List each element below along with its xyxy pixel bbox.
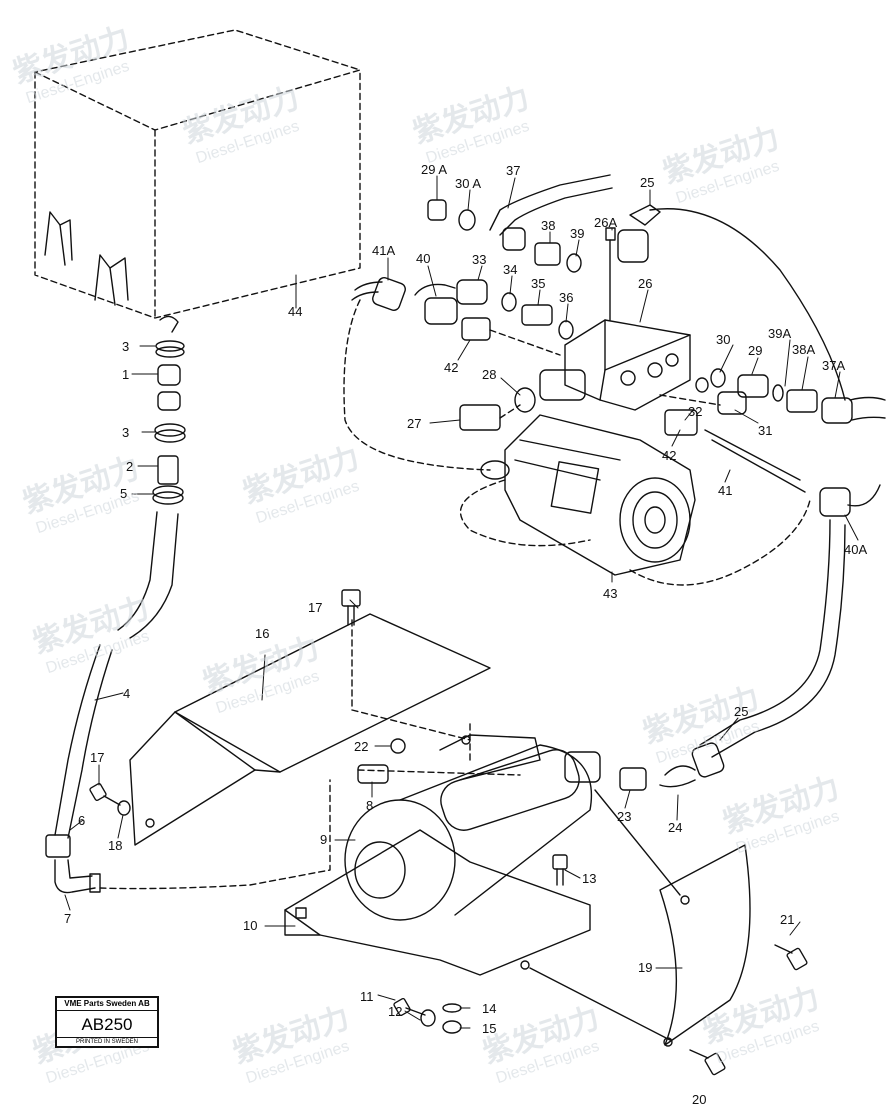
bolt-17-left bbox=[89, 782, 121, 806]
callout-17: 17 bbox=[308, 600, 323, 615]
callout-10: 10 bbox=[243, 918, 258, 933]
bolt-13 bbox=[552, 854, 568, 886]
callout-40: 40 bbox=[416, 251, 431, 266]
valve-block bbox=[539, 319, 691, 411]
callout-22: 22 bbox=[354, 739, 369, 754]
callout-15: 15 bbox=[482, 1021, 497, 1036]
hose-assembly-left bbox=[45, 340, 186, 894]
callout-30: 30 bbox=[716, 332, 731, 347]
heat-shield bbox=[659, 844, 751, 1047]
callout-16: 16 bbox=[255, 626, 270, 641]
callout-27: 27 bbox=[407, 416, 422, 431]
hydraulic-pump bbox=[480, 414, 696, 576]
callout-28: 28 bbox=[482, 367, 497, 382]
callout-38A: 38A bbox=[792, 342, 816, 357]
leader-lines bbox=[64, 175, 859, 1029]
callout-34: 34 bbox=[503, 262, 518, 277]
callout-42: 42 bbox=[662, 448, 677, 463]
callout-30A: 30 A bbox=[455, 176, 482, 191]
callout-40A: 40A bbox=[844, 542, 868, 557]
callout-39: 39 bbox=[570, 226, 585, 241]
callout-12: 12 bbox=[388, 1004, 403, 1019]
oil-tank bbox=[34, 29, 361, 319]
mounting-bracket bbox=[284, 734, 591, 976]
cover-plate bbox=[129, 613, 491, 846]
callout-6: 6 bbox=[78, 813, 86, 828]
callout-4: 4 bbox=[123, 686, 131, 701]
callout-32: 32 bbox=[688, 404, 703, 419]
starter-motor bbox=[344, 744, 601, 921]
callout-7: 7 bbox=[64, 911, 72, 926]
pressure-hose-lower bbox=[619, 519, 846, 791]
callout-13: 13 bbox=[582, 871, 597, 886]
callout-24: 24 bbox=[668, 820, 683, 835]
fittings-top bbox=[424, 174, 613, 356]
callout-31: 31 bbox=[758, 423, 773, 438]
reference-box-header: VME Parts Sweden AB bbox=[57, 998, 157, 1011]
callout-20: 20 bbox=[692, 1092, 707, 1107]
callout-29A: 29 A bbox=[421, 162, 448, 177]
callout-37A: 37A bbox=[822, 358, 846, 373]
callout-5: 5 bbox=[120, 486, 128, 501]
callout-36: 36 bbox=[559, 290, 574, 305]
callout-21: 21 bbox=[780, 912, 795, 927]
callout-19: 19 bbox=[638, 960, 653, 975]
callout-41: 41 bbox=[718, 483, 733, 498]
callout-26A: 26A bbox=[594, 215, 618, 230]
callout-39A: 39A bbox=[768, 326, 792, 341]
callout-17: 17 bbox=[90, 750, 105, 765]
callout-23: 23 bbox=[617, 809, 632, 824]
reference-box-footer: PRINTED IN SWEDEN bbox=[57, 1037, 157, 1046]
callout-18: 18 bbox=[108, 838, 123, 853]
callout-37: 37 bbox=[506, 163, 521, 178]
callout-8: 8 bbox=[366, 798, 374, 813]
callout-35: 35 bbox=[531, 276, 546, 291]
reference-box-code: AB250 bbox=[81, 1015, 133, 1034]
tank-brackets bbox=[44, 211, 129, 306]
bolt-20 bbox=[689, 1049, 726, 1076]
callout-25: 25 bbox=[734, 704, 749, 719]
reference-box: VME Parts Sweden AB AB250 PRINTED IN SWE… bbox=[55, 996, 159, 1048]
bolt-17-top bbox=[341, 589, 361, 626]
callout-2: 2 bbox=[126, 459, 134, 474]
bolt-21 bbox=[774, 944, 808, 971]
callout-26: 26 bbox=[638, 276, 653, 291]
callout-1: 1 bbox=[122, 367, 130, 382]
callout-3: 3 bbox=[122, 425, 130, 440]
callout-38: 38 bbox=[541, 218, 556, 233]
fittings-right bbox=[659, 368, 886, 517]
callout-11: 11 bbox=[360, 989, 374, 1004]
callout-25: 25 bbox=[640, 175, 655, 190]
callout-29: 29 bbox=[748, 343, 763, 358]
callout-44: 44 bbox=[288, 304, 303, 319]
callout-42: 42 bbox=[444, 360, 459, 375]
callout-41A: 41A bbox=[372, 243, 396, 258]
callout-3: 3 bbox=[122, 339, 130, 354]
callout-43: 43 bbox=[603, 586, 618, 601]
callout-9: 9 bbox=[320, 832, 328, 847]
callout-33: 33 bbox=[472, 252, 487, 267]
callout-14: 14 bbox=[482, 1001, 497, 1016]
